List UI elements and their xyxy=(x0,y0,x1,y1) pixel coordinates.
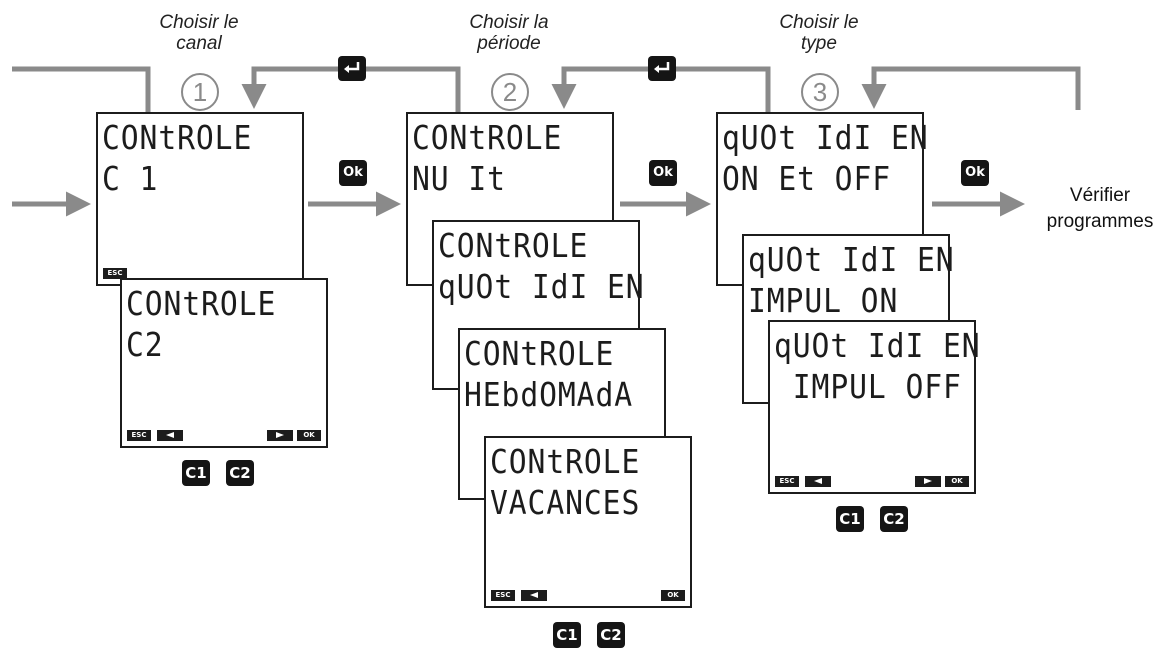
incoming-top-line xyxy=(12,66,151,112)
back-enter-icon-1 xyxy=(338,56,366,81)
lcd-screen-type-impul-off: qUOt IdI EN IMPUL OFF ESC OK xyxy=(768,320,981,494)
step-3-number-icon: 3 xyxy=(801,73,839,111)
channel-badge-c1: C1 xyxy=(836,506,864,532)
softkey-right-arrow-icon xyxy=(267,430,293,441)
softkey-ok: OK xyxy=(945,476,969,487)
softkey-left-arrow-icon xyxy=(157,430,183,441)
back-enter-icon-2 xyxy=(648,56,676,81)
softkey-left-arrow-icon xyxy=(805,476,831,487)
softkey-ok: OK xyxy=(297,430,321,441)
softkey-esc: ESC xyxy=(491,590,515,601)
softkey-ok: OK xyxy=(661,590,685,601)
channel-badge-c2: C2 xyxy=(226,460,254,486)
lcd-text: qUOt IdI EN IMPUL OFF xyxy=(774,326,981,406)
softkey-left-arrow-icon xyxy=(521,590,547,601)
step-2-number-icon: 2 xyxy=(491,73,529,111)
back-loop-3 xyxy=(861,66,1081,110)
softkey-esc: ESC xyxy=(775,476,799,487)
channel-badge-c2: C2 xyxy=(597,622,625,648)
softkey-esc: ESC xyxy=(103,268,127,279)
channel-badge-c1: C1 xyxy=(182,460,210,486)
softkey-right-arrow-icon xyxy=(915,476,941,487)
channel-badge-c1: C1 xyxy=(553,622,581,648)
ok-badge-2: Ok xyxy=(649,160,677,186)
channel-badge-c2: C2 xyxy=(880,506,908,532)
ok-badge-1: Ok xyxy=(339,160,367,186)
softkey-esc: ESC xyxy=(127,430,151,441)
step-1-number-icon: 1 xyxy=(181,73,219,111)
ok-badge-3: Ok xyxy=(961,160,989,186)
